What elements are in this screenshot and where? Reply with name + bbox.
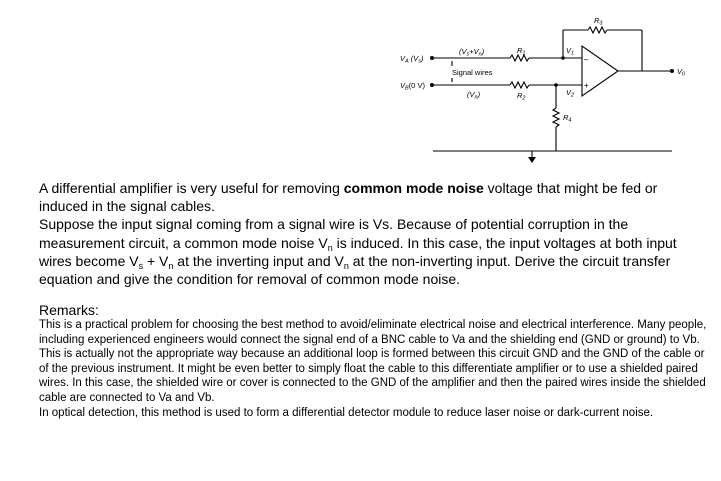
- remarks-heading: Remarks:: [39, 302, 99, 318]
- differential-amplifier-circuit-diagram: R3 R1 R2 R4 V1 V2 V0 VA (Vs) VB(0 V) (Vs…: [400, 16, 686, 163]
- terminal-vb-dot: [430, 83, 434, 87]
- op-amp-triangle: [581, 44, 619, 98]
- label-vb: VB(0 V): [400, 81, 425, 92]
- subscript-n-1: n: [327, 242, 333, 253]
- label-vo: V0: [677, 67, 686, 78]
- junction-v2-dot: [554, 83, 558, 87]
- subscript-s: s: [138, 260, 144, 271]
- label-r2: R2: [517, 91, 525, 102]
- remarks-paragraph-1: This is a practical problem for choosing…: [39, 319, 707, 404]
- problem-statement: A differential amplifier is very useful …: [39, 179, 709, 288]
- label-r3: R3: [594, 16, 603, 27]
- label-va: VA (Vs): [400, 54, 424, 65]
- junction-v1-dot: [561, 56, 565, 60]
- label-r1: R1: [517, 46, 525, 57]
- resistor-r4: [551, 107, 561, 128]
- intro-text-end: voltage that might be fed or induced in …: [39, 180, 658, 215]
- label-plus: +: [584, 81, 589, 90]
- resistor-r2: [509, 80, 530, 90]
- terminal-vo-dot: [670, 69, 674, 73]
- problem-text-5: at the non-inverting input. Derive the c…: [39, 252, 671, 288]
- ground-icon: [528, 157, 536, 163]
- terminal-va-dot: [430, 56, 434, 60]
- label-signal-wires: Signal wires: [452, 68, 493, 77]
- problem-text-1: Suppose the input signal coming from a s…: [39, 216, 629, 251]
- remarks-body: This is a practical problem for choosing…: [39, 318, 711, 420]
- label-vn: (Vn): [467, 90, 481, 101]
- label-v2: V2: [566, 88, 574, 99]
- problem-text-4: at the inverting input and V: [173, 252, 344, 269]
- label-r4: R4: [563, 113, 571, 124]
- label-v1: V1: [566, 46, 574, 57]
- common-mode-noise-bold: common mode noise: [343, 180, 484, 196]
- label-minus: –: [584, 55, 589, 64]
- problem-text-2: is induced. In this case, the input volt…: [39, 234, 677, 269]
- remarks-paragraph-2: In optical detection, this method is use…: [39, 406, 654, 419]
- label-vs-plus-vn: (Vs+Vn): [459, 47, 485, 58]
- resistor-r3: [587, 25, 608, 35]
- subscript-n-3: n: [343, 260, 349, 271]
- problem-text-3: + V: [143, 252, 169, 269]
- intro-text-start: A differential amplifier is very useful …: [39, 180, 344, 196]
- resistor-r1: [509, 53, 530, 63]
- subscript-n-2: n: [168, 260, 174, 271]
